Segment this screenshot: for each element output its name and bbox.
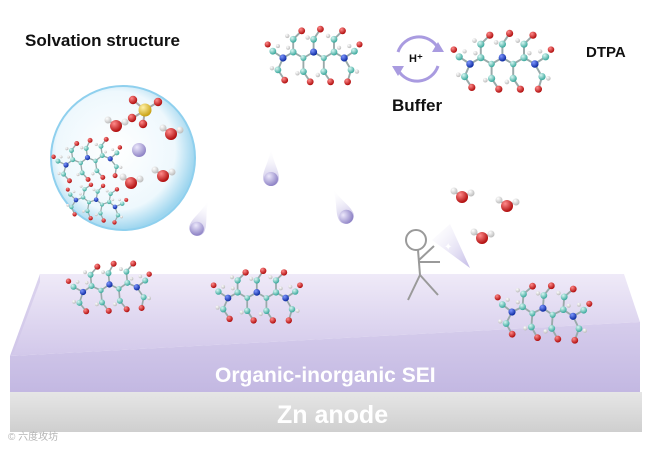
svg-text:✦: ✦ [444, 242, 452, 253]
solvation-structure-label: Solvation structure [25, 31, 180, 50]
proton-label: H⁺ [409, 53, 423, 65]
sei-label: Organic-inorganic SEI [215, 364, 436, 387]
water-molecule [494, 195, 521, 213]
stick-figure [405, 229, 440, 301]
solvation-bubble [48, 85, 196, 231]
zinc-ion-drop [263, 148, 279, 186]
shield-beam: ✦ [432, 224, 470, 268]
water-molecule [469, 227, 496, 245]
zinc-ion-drop [325, 185, 357, 227]
buffer-label: Buffer [392, 96, 443, 115]
dtpa-label: DTPA [586, 44, 626, 61]
dtpa-molecule-protonated [263, 24, 364, 87]
sulfate-ion [127, 95, 163, 129]
zinc-ion [132, 143, 146, 157]
dtpa-molecule [449, 28, 556, 94]
zinc-ion-drop [186, 197, 216, 239]
watermark: © 六度攻坊 [8, 432, 59, 443]
zn-anode-layer [10, 392, 642, 432]
sei-layer [10, 274, 640, 392]
buffer-arrows [392, 35, 444, 83]
water-molecule [449, 186, 476, 204]
zn-anode-label: Zn anode [277, 401, 389, 429]
